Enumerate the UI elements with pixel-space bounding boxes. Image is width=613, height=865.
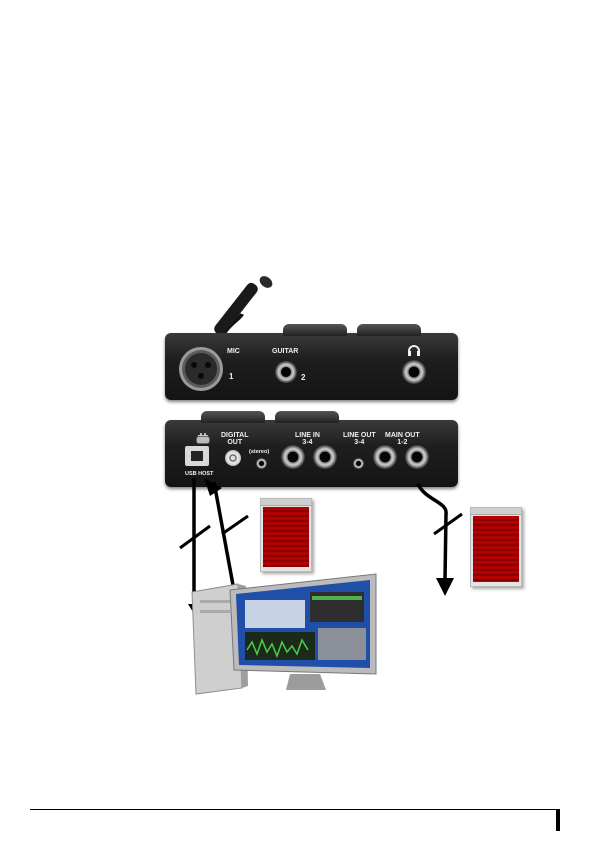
window-titlebar <box>261 499 311 506</box>
arrow-up-head <box>204 478 222 496</box>
footer-rule <box>30 809 558 810</box>
footer-tab-marker <box>556 809 560 831</box>
break-mark <box>434 514 462 534</box>
mixer-window <box>260 498 312 572</box>
monitor <box>230 574 376 690</box>
mixer-window <box>470 507 522 587</box>
mixer-faders <box>473 516 519 582</box>
window-titlebar <box>471 508 521 515</box>
arrow-down-head <box>436 578 454 596</box>
break-mark <box>222 516 248 534</box>
main-out-cable <box>418 484 446 580</box>
computer-illustration <box>190 570 380 695</box>
mixer-faders <box>263 507 309 567</box>
